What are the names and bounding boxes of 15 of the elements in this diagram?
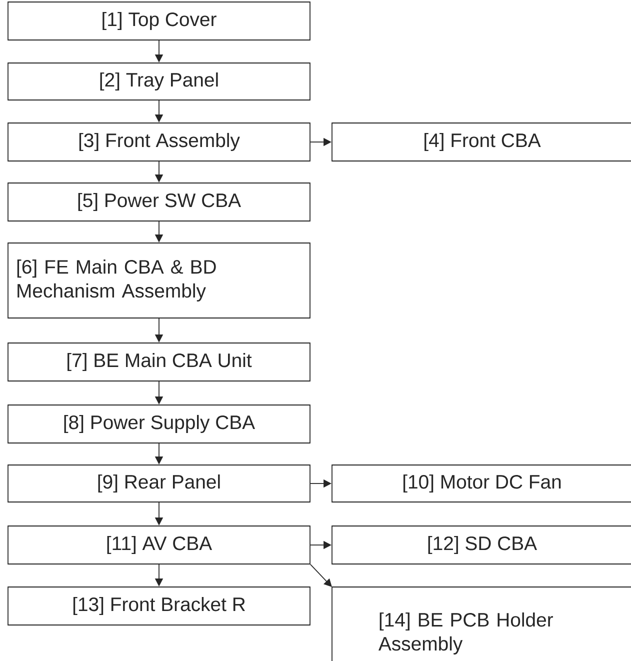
step-box: [10] Motor DC Fan: [332, 464, 631, 502]
step-box: [3] Front Assembly: [8, 122, 310, 162]
step-box: [8] Power Supply CBA: [8, 404, 310, 444]
step-box: [12] SD CBA: [332, 526, 631, 564]
step-box: [7] BE Main CBA Unit: [8, 342, 310, 382]
step-box: [6] FE Main CBA & BD Mechanism Assembly: [8, 242, 310, 318]
step-box: [5] Power SW CBA: [8, 182, 310, 222]
step-box: [11] AV CBA: [8, 526, 310, 564]
arrow: [310, 564, 332, 587]
step-box: [1] Top Cover: [8, 2, 310, 40]
step-box: [13] Front Bracket R: [8, 586, 310, 626]
step-box: [9] Rear Panel: [8, 464, 310, 502]
step-box: [2] Tray Panel: [8, 62, 310, 100]
step-box: [14] BE PCB Holder Assembly: [332, 586, 631, 661]
step-box: [4] Front CBA: [332, 122, 631, 162]
